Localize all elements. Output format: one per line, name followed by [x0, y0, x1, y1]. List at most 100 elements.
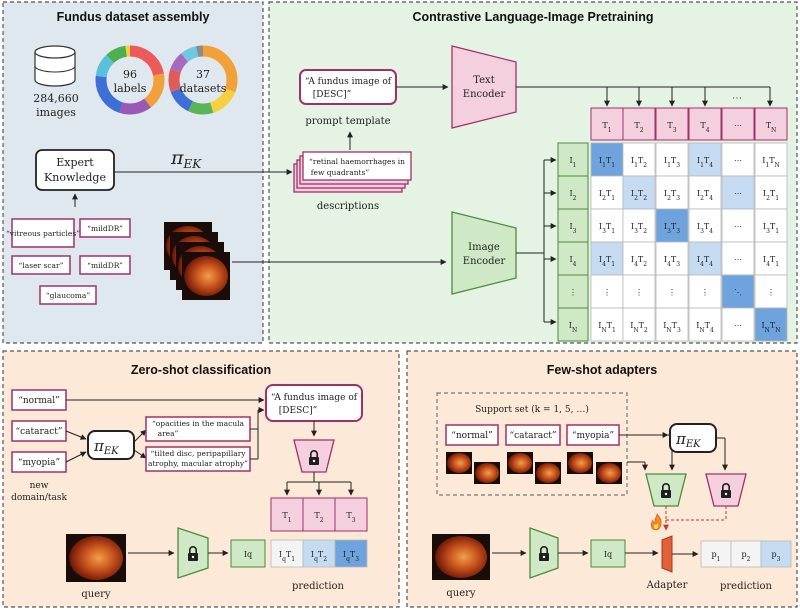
similarity-cell: ⋱ — [721, 274, 755, 309]
class-text: “myopia” — [18, 457, 60, 468]
new-domain-line-2: domain/task — [11, 493, 67, 503]
panel-title-fundus: Fundus dataset assembly — [57, 10, 210, 24]
fs-prob-label: p3 — [772, 550, 781, 563]
text-embedding-cell: T2 — [622, 107, 656, 141]
class-text: “normal” — [18, 395, 60, 406]
desc-line-2: few quadrants” — [311, 168, 370, 177]
zs-score-cell: IqT2 — [302, 539, 336, 568]
fs-query-image — [432, 534, 490, 580]
expert-knowledge-box — [35, 149, 115, 191]
similarity-label: ⋯ — [734, 156, 742, 165]
similarity-cell: I2T3 — [655, 175, 689, 210]
similarity-cell: I3T2 — [622, 208, 656, 243]
image-encoder — [451, 211, 517, 295]
zs-score-label: IqT3 — [343, 550, 359, 563]
similarity-cell: ⋮ — [622, 274, 656, 309]
tag-text: “laser scar” — [19, 261, 64, 270]
image-embedding-cell: I1 — [557, 142, 589, 177]
image-encoder-bus — [516, 157, 557, 325]
similarity-label: I2T4 — [697, 189, 713, 202]
similarity-cell: I1T2 — [622, 142, 656, 177]
similarity-cell: INT4 — [688, 307, 722, 342]
image-embedding-label: IN — [569, 321, 577, 334]
zs-class-cataract: “cataract” — [11, 420, 67, 442]
text-embedding-cell: T4 — [688, 107, 722, 141]
zs-text-embedding-cell: T3 — [334, 497, 368, 532]
zs-prediction-label: prediction — [292, 581, 345, 592]
tag-text: “glaucoma” — [46, 291, 91, 300]
zs-desc-myopia — [145, 446, 251, 472]
similarity-cell: I2T1 — [590, 175, 624, 210]
text-embedding-label: ⋯ — [734, 121, 742, 130]
similarity-cell: ⋮ — [688, 274, 722, 309]
similarity-label: ⋮ — [668, 288, 676, 297]
image-embedding-label: I2 — [570, 189, 577, 202]
similarity-cell: INT2 — [622, 307, 656, 342]
similarity-label: I1TN — [762, 156, 780, 169]
similarity-cell: ⋯ — [721, 307, 755, 342]
labels-label: labels — [114, 82, 147, 95]
similarity-cell: ⋮ — [655, 274, 689, 309]
image-embedding-cell: IN — [557, 307, 589, 342]
similarity-label: ⋮ — [701, 288, 709, 297]
similarity-cell: INT3 — [655, 307, 689, 342]
tag-text: “vitreous particles” — [6, 229, 80, 238]
zs-pi-ek-symbol: πEK — [93, 437, 119, 457]
zs-text-embedding-label: T2 — [314, 511, 323, 524]
fs-prob-cell: p2 — [730, 540, 762, 568]
similarity-label: I4T3 — [664, 255, 680, 268]
fire-icon — [651, 513, 662, 531]
similarity-cell: INT1 — [590, 307, 624, 342]
support-set-title: Support set (k = 1, 5, …) — [475, 404, 589, 415]
zs-frozen-text-encoder — [293, 439, 335, 473]
zs-query-image — [66, 534, 126, 582]
labels-donut — [95, 45, 165, 115]
tag-laser-scar: “laser scar” — [11, 255, 71, 275]
fs-prob-label: p2 — [742, 550, 751, 563]
zs-encoder-split-arrows — [284, 472, 354, 496]
tag-milddr-2: “mildDR” — [79, 255, 131, 275]
similarity-label: I3T4 — [697, 222, 713, 235]
zs-pi-ek-box — [87, 430, 135, 460]
similarity-label: I1T4 — [697, 156, 713, 169]
fs-prediction-label: prediction — [720, 581, 773, 592]
prompt-line-2: [DESC]” — [313, 90, 351, 100]
similarity-label: I1T3 — [664, 156, 680, 169]
similarity-label: ⋮ — [767, 288, 775, 297]
text-embedding-cell: ⋯ — [721, 107, 755, 141]
text-encoder-line-2: Encoder — [463, 89, 506, 100]
zs-prompt-line-1: “A fundus image of — [271, 392, 358, 403]
image-embedding-label: ⋮ — [569, 288, 577, 297]
bus-ellipsis: ⋯ — [732, 93, 742, 104]
class-text: “myopia” — [572, 430, 614, 441]
similarity-cell: I1T4 — [688, 142, 722, 177]
descriptions-caption: descriptions — [317, 201, 379, 212]
similarity-cell: I2T2 — [622, 175, 656, 210]
similarity-label: I2T3 — [664, 189, 680, 202]
datasets-label: datasets — [180, 82, 227, 95]
prompt-line-1: “A fundus image of — [305, 76, 392, 87]
fs-probability-row: p1 p2 p3 — [700, 540, 792, 568]
zs-pi-arrows — [133, 429, 147, 459]
zs-iq-label: Iq — [244, 550, 252, 559]
adapter-label: Adapter — [646, 580, 688, 591]
class-text: “cataract” — [16, 426, 63, 437]
text-embedding-label: T1 — [602, 121, 611, 134]
similarity-label: I4T1 — [599, 255, 615, 268]
tag-text: “mildDR” — [87, 224, 123, 233]
similarity-label: I3T1 — [763, 222, 779, 235]
similarity-cell: I4T1 — [590, 241, 624, 276]
zs-class-normal: “normal” — [11, 389, 67, 411]
fs-prob-cell: p1 — [700, 540, 732, 568]
panel-title-zeroshot: Zero-shot classification — [131, 363, 271, 377]
zs-text-embedding-label: T1 — [282, 511, 291, 524]
fundus-image-stack — [164, 222, 230, 300]
similarity-label: I4T4 — [697, 255, 713, 268]
similarity-cell: I3T4 — [688, 208, 722, 243]
text-encoder-line-1: Text — [473, 75, 494, 86]
zs-desc1-line-2: area” — [158, 429, 179, 438]
zs-score-cell: IqT3 — [334, 539, 368, 568]
similarity-cell: ⋯ — [721, 175, 755, 210]
similarity-label: INT3 — [663, 321, 681, 334]
